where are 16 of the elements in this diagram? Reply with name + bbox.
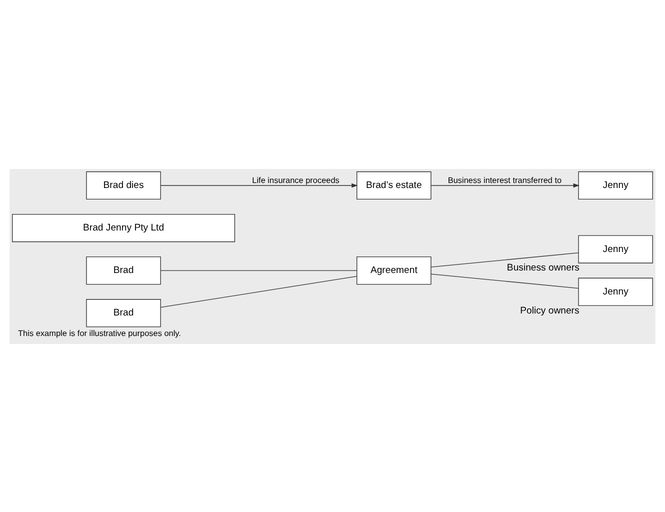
node-label: Business owners xyxy=(506,262,580,274)
connector xyxy=(160,276,358,308)
node-box: Agreement xyxy=(356,256,432,284)
node-box: Jenny xyxy=(578,170,653,200)
node-box: Jenny xyxy=(578,234,653,263)
connector xyxy=(430,252,579,267)
node-box: Brad dies xyxy=(86,170,161,200)
arrow xyxy=(160,182,358,188)
node-box: Brad xyxy=(86,298,161,327)
node-label: Policy owners xyxy=(520,304,580,316)
node-box: Brad xyxy=(86,256,161,284)
node-box: Brad Jenny Pty Ltd xyxy=(12,213,236,242)
node-box: Brad’s estate xyxy=(356,170,432,200)
connector xyxy=(430,273,579,288)
node-box: Jenny xyxy=(578,277,653,306)
arrow xyxy=(430,182,580,188)
